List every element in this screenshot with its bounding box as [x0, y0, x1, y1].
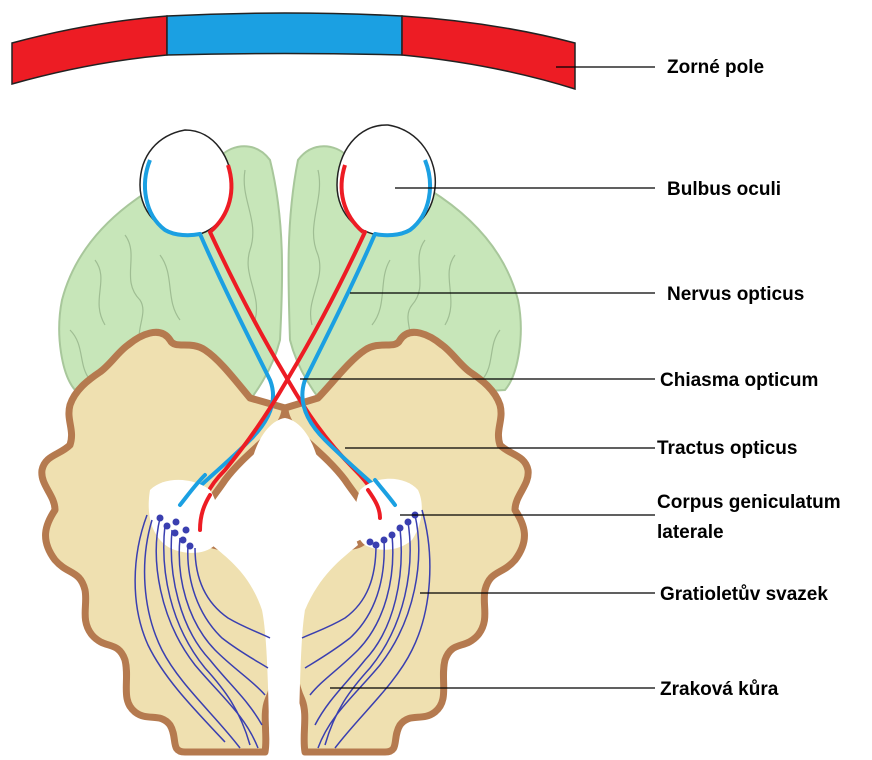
label-optic-nerve: Nervus opticus — [667, 282, 804, 307]
label-optic-tract: Tractus opticus — [657, 436, 797, 461]
label-visual-cortex: Zraková kůra — [660, 677, 778, 702]
eyeballs — [140, 125, 435, 235]
visual-field-arc — [12, 13, 575, 89]
label-optic-radiation: Gratioletův svazek — [660, 582, 828, 607]
label-visual-field: Zorné pole — [667, 55, 764, 80]
label-optic-chiasm: Chiasma opticum — [660, 368, 818, 393]
visual-field-left-temporal — [12, 16, 167, 84]
label-eyeball: Bulbus oculi — [667, 177, 781, 202]
visual-field-nasal — [167, 13, 402, 55]
visual-field-right-temporal — [402, 16, 575, 89]
label-lgn-line2: laterale — [657, 520, 724, 545]
label-lgn-line1: Corpus geniculatum — [657, 490, 841, 515]
